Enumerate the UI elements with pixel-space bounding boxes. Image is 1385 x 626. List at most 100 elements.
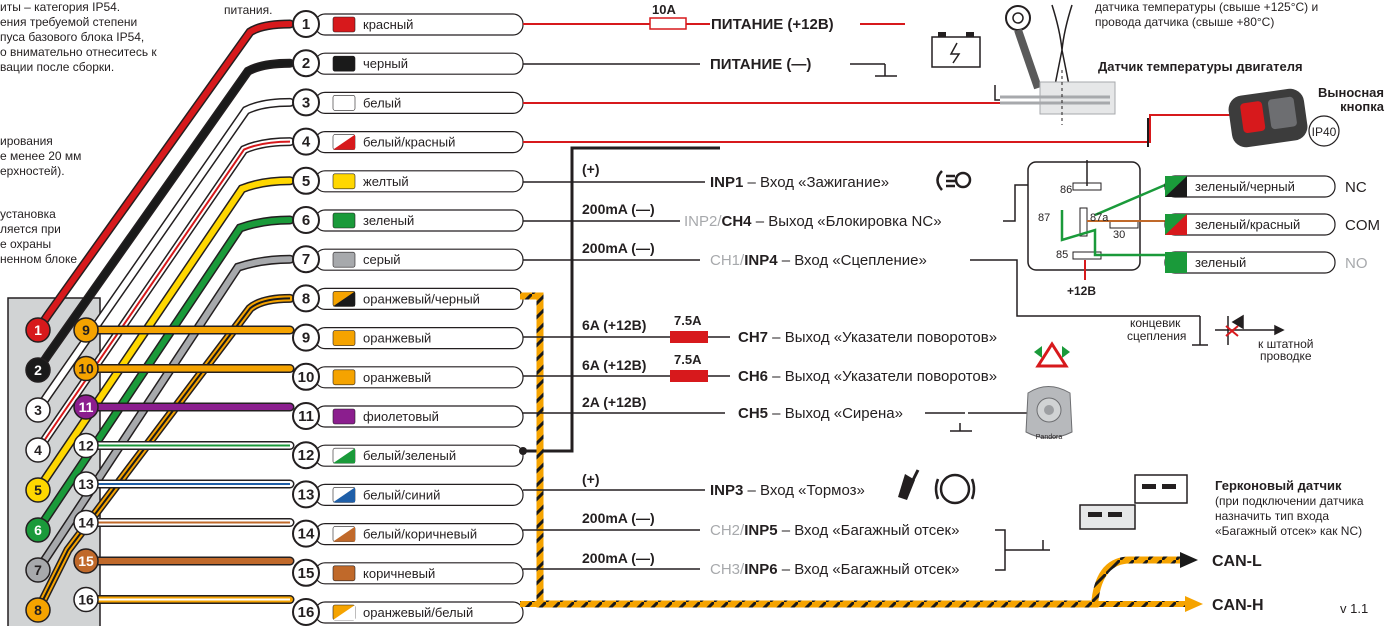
color-swatch-stripe — [333, 605, 355, 620]
reed-note-1: (при подключении датчика — [1215, 494, 1364, 508]
color-swatch — [332, 408, 356, 425]
relay-output-tag: COM — [1345, 217, 1380, 234]
junction-dot — [519, 447, 527, 455]
color-swatch — [332, 369, 356, 386]
temp-sensor-label: Датчик температуры двигателя — [1098, 59, 1303, 74]
note-top-power: питания. — [224, 3, 273, 17]
remote-button-icon — [1228, 88, 1308, 148]
fuse-7-5a-ch6 — [670, 370, 708, 382]
w10-current: 6A (+12В) — [582, 357, 646, 373]
power-minus-label: ПИТАНИЕ (—) — [710, 56, 811, 73]
wire-5 — [35, 177, 293, 493]
connector-pin-left-6: 6 — [25, 517, 51, 543]
temperature-sensor-icon — [994, 70, 1116, 125]
line-gray — [523, 259, 1160, 317]
relay-output-tag: NC — [1345, 179, 1367, 196]
relay-output-1: зеленый/черный NC — [1164, 175, 1367, 198]
connector-pin-left-1: 1 — [25, 317, 51, 343]
connector-pin-number: 13 — [78, 476, 94, 492]
wire-color-label: оранжевый — [363, 331, 431, 346]
wire-2 — [35, 60, 293, 373]
connector-pin-right-16: 16 — [73, 586, 99, 613]
w10-fuse: 7.5A — [674, 352, 702, 367]
w15-current: 200mA (—) — [582, 550, 655, 566]
connector-pin-number: 3 — [34, 402, 42, 418]
wire-number: 9 — [302, 330, 310, 347]
color-swatch-stripe — [333, 526, 355, 542]
relay-output-label: зеленый/черный — [1195, 179, 1295, 194]
can-h-label: CAN-H — [1212, 597, 1264, 614]
w11-current: 2A (+12В) — [582, 394, 646, 410]
w11-function: CH5 – Выход «Сирена» — [738, 405, 903, 422]
wire-fanout — [33, 19, 295, 615]
wire-7 — [35, 256, 293, 573]
wire-color-label: зеленый — [363, 213, 414, 228]
connector-pin-number: 11 — [79, 399, 94, 415]
can-h-arrow — [1185, 596, 1203, 612]
line-white-red — [523, 114, 1230, 143]
color-swatch — [332, 565, 356, 582]
color-swatch-stripe — [333, 291, 355, 307]
wire-color-label: оранжевый — [363, 370, 431, 385]
relay-pin-85: 85 — [1056, 249, 1068, 261]
w5-current: (+) — [582, 161, 600, 177]
connector-pin-number: 6 — [34, 522, 42, 538]
wire-number: 4 — [302, 134, 311, 151]
note-left-bottom: установка ляется при е охраны ненном бло… — [0, 207, 78, 266]
color-swatch-stripe — [333, 134, 355, 150]
wire-color-label: белый/красный — [363, 135, 455, 150]
connector-pin-number: 16 — [78, 592, 94, 608]
wire-color-label: белый/зеленый — [363, 448, 456, 463]
connector-pin-right-15: 15 — [73, 548, 99, 574]
connector-pin-number: 4 — [34, 442, 42, 458]
wire-label-4: 4 белый/красный — [292, 127, 524, 156]
connector-pin-right-14: 14 — [73, 509, 99, 536]
w14-function: CH2/INP5 – Вход «Багажный отсек» — [710, 522, 959, 539]
relay-output-swatch — [1165, 252, 1187, 273]
wire-color-label: фиолетовый — [363, 409, 439, 424]
w6-current: 200mA (—) — [582, 201, 655, 217]
reed-note-3: «Багажный отсек» как NC) — [1215, 524, 1362, 538]
w10-function: CH6 – Выход «Указатели поворотов» — [738, 368, 997, 385]
wire-4-stripe — [37, 140, 291, 451]
clutch-switch-icon — [1160, 314, 1285, 346]
wire-number: 5 — [302, 173, 310, 190]
connector-pin-number: 1 — [34, 322, 42, 338]
connector-pin-right-10: 10 — [73, 355, 99, 382]
wire-number: 1 — [302, 16, 310, 33]
connector-pin-number: 8 — [34, 602, 42, 618]
battery-icon — [931, 32, 981, 68]
wire-cutter-icon — [1051, 4, 1073, 86]
wire-label-10: 10 оранжевый — [292, 362, 524, 391]
clutch-label-2: сцепления — [1127, 329, 1186, 343]
connector-pin-number: 12 — [78, 438, 94, 454]
reed-note-2: назначить тип входа — [1215, 509, 1329, 523]
wire-label-2: 2 черный — [292, 49, 524, 78]
connector-pin-number: 2 — [34, 362, 42, 378]
wire-number: 10 — [298, 369, 315, 386]
wire-color-label: оранжевый/белый — [363, 605, 473, 620]
w5-function: INP1 – Вход «Зажигание» — [710, 174, 889, 191]
connector-pin-left-2: 2 — [25, 357, 51, 383]
remote-button-label-2: кнопка — [1340, 99, 1385, 114]
relay-output-swatch-stripe — [1165, 214, 1187, 235]
wire-color-label: черный — [363, 56, 408, 71]
wire-number: 2 — [302, 55, 310, 72]
connector-pin-number: 5 — [34, 482, 42, 498]
wire-color-label: белый/синий — [363, 487, 440, 502]
wire-color-label: красный — [363, 17, 413, 32]
relay-pin-86: 86 — [1060, 184, 1072, 196]
wire-6 — [35, 217, 293, 533]
wire-color-label: оранжевый/черный — [363, 291, 480, 306]
function-lines — [523, 23, 1230, 571]
reed-title: Герконовый датчик — [1215, 478, 1342, 493]
